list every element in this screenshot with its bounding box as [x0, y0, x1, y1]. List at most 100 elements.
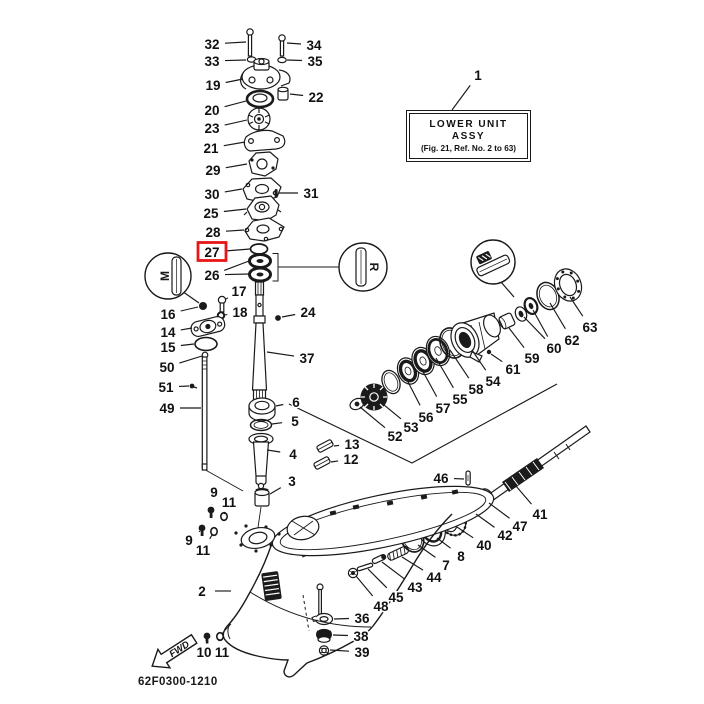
part-label-39: 39 [354, 645, 369, 660]
detail-inset-top-right [470, 239, 516, 298]
water-pump-stack [240, 28, 339, 283]
seal-part-55 [425, 335, 451, 367]
leader-line-43 [381, 561, 405, 580]
part-label-21: 21 [203, 141, 219, 156]
bearing-carrier-cluster [349, 268, 583, 411]
leader-line-23 [224, 119, 248, 126]
part-label-7: 7 [442, 558, 450, 573]
detail-inset-right: R [338, 242, 388, 292]
part-label-33: 33 [204, 54, 220, 69]
part-label-43: 43 [407, 580, 423, 595]
leader-line-3 [269, 487, 282, 495]
leader-line-45 [367, 568, 388, 589]
part-label-48: 48 [373, 599, 389, 614]
part-label-62: 62 [564, 333, 579, 348]
bolt-part-10 [203, 632, 211, 644]
part-label-45: 45 [388, 590, 404, 605]
part-label-22: 22 [308, 90, 323, 105]
oil-seals-part-26 [248, 253, 339, 283]
part-label-47: 47 [512, 519, 527, 534]
assembly-box-line1: LOWER UNIT [429, 118, 508, 130]
leader-line-52 [359, 406, 386, 429]
leader-line-50 [179, 355, 203, 364]
ball-part-16 [199, 302, 207, 310]
part-label-12: 12 [343, 452, 358, 467]
part-label-42: 42 [497, 528, 512, 543]
assembly-ref-box: LOWER UNIT ASSY (Fig. 21, Ref. No. 2 to … [406, 110, 531, 162]
part-label-46: 46 [433, 471, 449, 486]
assembly-box-line3: (Fig. 21, Ref. No. 2 to 63) [420, 143, 517, 153]
bushing-part-3 [254, 487, 270, 507]
leader-line-24 [281, 313, 296, 318]
leader-line-27 [224, 248, 251, 252]
leader-line-53 [377, 399, 402, 420]
part-label-5: 5 [291, 414, 299, 429]
bolt-part-34 [278, 34, 286, 57]
pin-part-31 [274, 189, 278, 198]
leader-line-42 [475, 513, 495, 528]
leader-line-47 [488, 502, 510, 519]
oring-part-15 [194, 336, 218, 352]
roller-part-59 [498, 312, 516, 330]
part-label-55: 55 [452, 392, 468, 407]
part-label-26: 26 [204, 268, 220, 283]
part-label-61: 61 [505, 362, 521, 377]
bearing-part-6 [248, 397, 276, 422]
leader-line-48 [355, 575, 374, 597]
leader-line-28 [225, 229, 245, 232]
leader-line-33 [224, 59, 247, 62]
leader-line-56 [405, 377, 421, 406]
part-label-38: 38 [353, 629, 369, 644]
pump-cup-part-20 [245, 89, 275, 109]
part-label-44: 44 [426, 570, 442, 585]
part-label-25: 25 [203, 206, 219, 221]
oring-part-27 [249, 243, 269, 255]
assembly-ref-box-inner: LOWER UNIT ASSY (Fig. 21, Ref. No. 2 to … [409, 113, 528, 159]
leader-line-6 [275, 403, 284, 407]
leader-line-1 [451, 85, 471, 111]
spring-part-44 [387, 545, 410, 561]
leader-line-63 [569, 296, 584, 317]
drive-shaft-part-37 [251, 281, 268, 403]
leader-line-7 [417, 544, 436, 558]
part-label-15: 15 [160, 340, 176, 355]
part-label-16: 16 [160, 307, 176, 322]
leader-line-15 [180, 343, 195, 347]
part-label-17: 17 [231, 284, 246, 299]
leader-line-60 [532, 309, 549, 337]
pin-part-45 [356, 562, 374, 572]
pinion-gear-part-53 [360, 383, 388, 411]
gasket-part-28 [244, 217, 285, 242]
part-label-57: 57 [435, 401, 450, 416]
leader-line-12 [330, 460, 339, 463]
leader-line-32 [224, 41, 247, 44]
impeller-part-23 [247, 107, 271, 131]
leader-line-60 [523, 316, 546, 340]
part-label-23: 23 [204, 121, 220, 136]
plate-part-29 [248, 151, 279, 177]
dowel-pin-part-24 [275, 315, 281, 321]
part-label-34: 34 [306, 38, 322, 53]
nut-part-48 [347, 567, 359, 579]
pin-part-46 [465, 470, 471, 486]
leader-line-29 [225, 163, 248, 169]
leader-line-34 [286, 42, 302, 45]
leader-line-21 [223, 141, 246, 147]
part-label-58: 58 [468, 382, 484, 397]
part-label-24: 24 [300, 305, 316, 320]
leader-line-9 [198, 530, 201, 533]
leader-line-26 [224, 273, 250, 276]
part-label-3: 3 [288, 474, 296, 489]
fwd-direction-arrow: FWD [151, 633, 198, 669]
water-inlet-grille [261, 571, 282, 601]
part-label-40: 40 [476, 538, 491, 553]
alignment-line [257, 506, 262, 532]
driveshaft-bore [240, 526, 276, 550]
part-label-30: 30 [204, 187, 219, 202]
leader-line-19 [225, 78, 244, 84]
part-label-41: 41 [532, 507, 548, 522]
part-label-56: 56 [418, 410, 434, 425]
leader-line-55 [435, 357, 454, 389]
